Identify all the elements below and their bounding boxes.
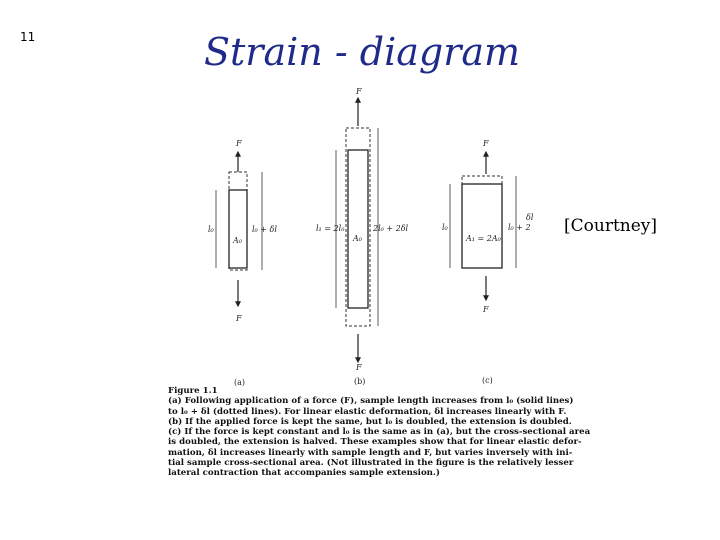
force-label-bottom-b: F (355, 363, 362, 372)
sample-original-c (461, 183, 503, 269)
panel-caption-b: (b) (354, 377, 365, 386)
slide-title: Strain - diagram (204, 30, 521, 74)
panel-b: F l₁ = 2l₀ 2l₀ + 2δl A₀ F (b) (316, 87, 409, 386)
caption-line: to l₀ + δl (dotted lines). For linear el… (168, 406, 567, 417)
sample-extended-c (461, 175, 503, 269)
caption-line: mation, δl increases linearly with sampl… (168, 447, 573, 458)
dimension-label-right-a: l₀ + δl (252, 225, 277, 234)
force-label-top-a: F (235, 139, 242, 148)
dimension-label-right-bottom-c: l₀ + 2 (508, 223, 531, 232)
sample-original-a (228, 189, 248, 269)
force-label-top-b: F (355, 87, 362, 96)
area-label-a: A₀ (232, 236, 243, 245)
strain-figure: F l₀ l₀ + δl A₀ F (a) F l₁ = 2l₀ 2l₀ + 2… (196, 80, 576, 395)
dimension-label-right-b: 2l₀ + 2δl (372, 224, 409, 233)
caption-line: is doubled, the extension is halved. The… (168, 437, 582, 448)
force-label-bottom-c: F (482, 305, 489, 314)
sample-original-b (347, 149, 369, 309)
caption-heading: Figure 1.1 (168, 386, 218, 396)
slide-number: 11 (20, 30, 36, 44)
dimension-label-left-c: l₀ (442, 223, 449, 232)
area-label-c: A₁ = 2A₀ (465, 234, 502, 243)
area-label-b: A₀ (352, 234, 363, 243)
sample-extended-a (228, 171, 248, 271)
force-label-top-c: F (482, 139, 489, 148)
caption-line: (b) If the applied force is kept the sam… (168, 416, 572, 427)
strain-diagram-svg: F l₀ l₀ + δl A₀ F (a) F l₁ = 2l₀ 2l₀ + 2… (208, 87, 534, 387)
caption-line: (a) Following application of a force (F)… (168, 396, 574, 407)
caption-line: lateral contraction that accompanies sam… (168, 468, 440, 479)
dimension-label-right-top-c: δl (526, 213, 534, 222)
dimension-label-left-b: l₁ = 2l₀ (316, 224, 345, 233)
sample-extended-b (345, 127, 371, 327)
panel-a: F l₀ l₀ + δl A₀ F (a) (208, 139, 277, 387)
panel-caption-a: (a) (234, 378, 245, 387)
force-label-bottom-a: F (235, 314, 242, 323)
caption-line: (c) If the force is kept constant and l₀… (168, 427, 591, 438)
caption-line: tial sample cross-sectional area. (Not i… (168, 458, 574, 469)
credit-label: [Courtney] (564, 216, 658, 236)
dimension-label-left-a: l₀ (208, 225, 215, 234)
panel-c: F l₀ δl l₀ + 2 A₁ = 2A₀ F (c) (442, 139, 534, 385)
figure-caption: Figure 1.1 (a) Following application of … (168, 386, 591, 479)
panel-caption-c: (c) (482, 376, 493, 385)
